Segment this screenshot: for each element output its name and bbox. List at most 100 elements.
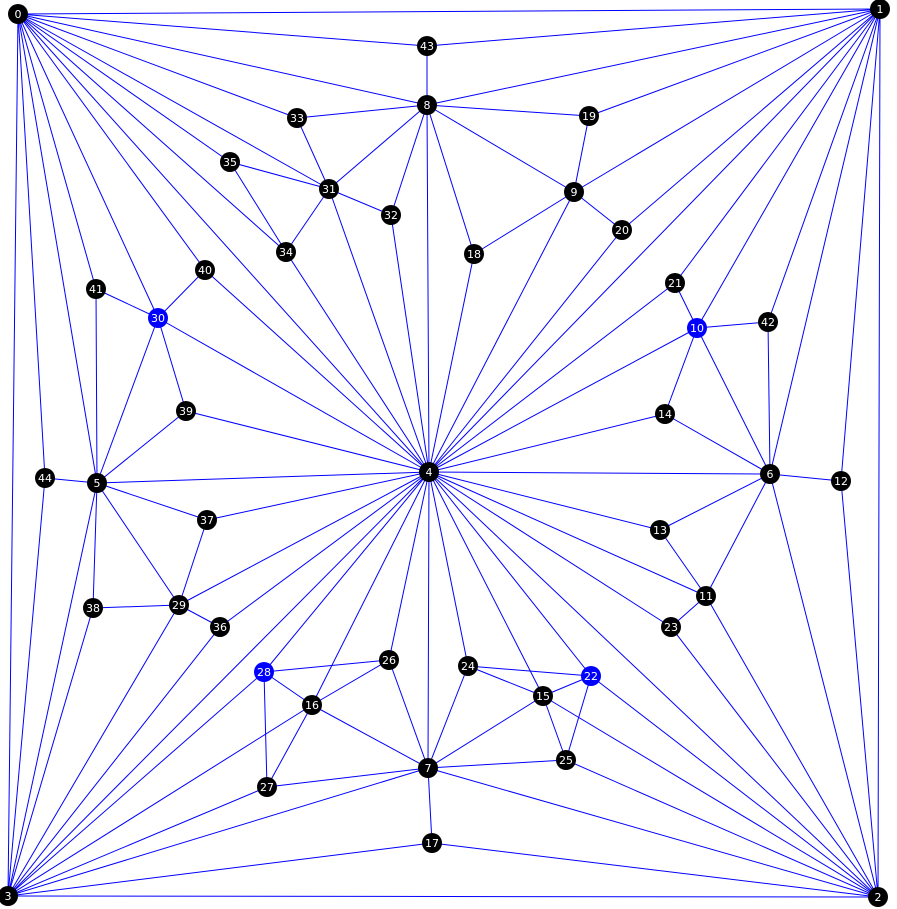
node-42[interactable]: 42 xyxy=(758,312,778,332)
node-26[interactable]: 26 xyxy=(379,650,399,670)
edge-3-5 xyxy=(7,482,98,897)
edge-4-30 xyxy=(157,317,430,473)
node-circle xyxy=(319,179,339,199)
node-circle xyxy=(210,617,230,637)
edge-3-28 xyxy=(7,671,265,897)
node-43[interactable]: 43 xyxy=(417,36,437,56)
node-circle xyxy=(533,686,553,706)
node-23[interactable]: 23 xyxy=(661,617,681,637)
node-circle xyxy=(8,4,28,24)
node-circle xyxy=(655,404,675,424)
node-21[interactable]: 21 xyxy=(665,273,685,293)
node-label: 28 xyxy=(257,666,271,679)
node-36[interactable]: 36 xyxy=(210,617,230,637)
node-1[interactable]: 1 xyxy=(870,0,890,19)
edge-1-42 xyxy=(767,8,881,323)
node-circle xyxy=(665,273,685,293)
edge-1-8 xyxy=(426,8,881,106)
node-circle xyxy=(197,510,217,530)
node-label: 13 xyxy=(653,524,667,537)
node-2[interactable]: 2 xyxy=(868,887,888,907)
node-label: 18 xyxy=(467,248,481,261)
edge-35-31 xyxy=(229,161,330,190)
node-7[interactable]: 7 xyxy=(418,758,438,778)
node-circle xyxy=(458,656,478,676)
edge-4-16 xyxy=(311,471,430,706)
edge-14-6 xyxy=(664,413,771,475)
node-8[interactable]: 8 xyxy=(417,95,437,115)
edge-3-16 xyxy=(7,704,313,897)
node-41[interactable]: 41 xyxy=(86,279,106,299)
node-16[interactable]: 16 xyxy=(302,695,322,715)
node-label: 40 xyxy=(198,264,212,277)
edge-1-9 xyxy=(573,8,881,193)
node-13[interactable]: 13 xyxy=(650,520,670,540)
node-38[interactable]: 38 xyxy=(83,598,103,618)
edge-22-25 xyxy=(565,675,592,761)
edge-5-37 xyxy=(96,482,208,521)
node-32[interactable]: 32 xyxy=(381,205,401,225)
node-9[interactable]: 9 xyxy=(564,182,584,202)
node-18[interactable]: 18 xyxy=(464,244,484,264)
node-label: 22 xyxy=(584,670,598,683)
edge-30-40 xyxy=(157,269,206,319)
node-label: 31 xyxy=(322,183,336,196)
node-label: 35 xyxy=(223,156,237,169)
edge-3-38 xyxy=(7,607,94,897)
node-24[interactable]: 24 xyxy=(458,656,478,676)
node-40[interactable]: 40 xyxy=(195,260,215,280)
edge-33-31 xyxy=(296,117,330,190)
node-29[interactable]: 29 xyxy=(169,595,189,615)
node-6[interactable]: 6 xyxy=(760,464,780,484)
node-label: 17 xyxy=(425,837,439,850)
edge-4-26 xyxy=(388,471,430,661)
edge-2-22 xyxy=(590,675,879,898)
node-11[interactable]: 11 xyxy=(696,586,716,606)
node-19[interactable]: 19 xyxy=(579,106,599,126)
node-17[interactable]: 17 xyxy=(422,833,442,853)
node-label: 20 xyxy=(615,224,629,237)
edge-2-23 xyxy=(670,626,879,898)
node-25[interactable]: 25 xyxy=(556,750,576,770)
node-label: 38 xyxy=(86,602,100,615)
node-15[interactable]: 15 xyxy=(533,686,553,706)
node-10[interactable]: 10 xyxy=(687,318,707,338)
node-14[interactable]: 14 xyxy=(655,404,675,424)
node-4[interactable]: 4 xyxy=(419,462,439,482)
node-circle xyxy=(612,220,632,240)
node-28[interactable]: 28 xyxy=(254,662,274,682)
edge-0-30 xyxy=(17,13,159,319)
node-39[interactable]: 39 xyxy=(176,401,196,421)
edge-8-18 xyxy=(426,104,475,255)
node-44[interactable]: 44 xyxy=(35,468,55,488)
node-label: 27 xyxy=(260,781,274,794)
node-20[interactable]: 20 xyxy=(612,220,632,240)
node-circle xyxy=(579,106,599,126)
node-27[interactable]: 27 xyxy=(257,777,277,797)
edge-8-9 xyxy=(426,104,575,193)
node-label: 12 xyxy=(834,475,848,488)
edge-0-44 xyxy=(17,13,46,479)
edge-9-20 xyxy=(573,191,623,231)
edge-24-22 xyxy=(467,665,592,677)
node-circle xyxy=(417,36,437,56)
node-label: 30 xyxy=(151,312,165,325)
node-5[interactable]: 5 xyxy=(87,473,107,493)
node-label: 11 xyxy=(699,590,713,603)
node-label: 3 xyxy=(5,890,12,903)
node-37[interactable]: 37 xyxy=(197,510,217,530)
node-circle xyxy=(176,401,196,421)
node-circle xyxy=(696,586,716,606)
node-35[interactable]: 35 xyxy=(220,152,240,172)
node-22[interactable]: 22 xyxy=(581,666,601,686)
node-0[interactable]: 0 xyxy=(8,4,28,24)
node-33[interactable]: 33 xyxy=(287,108,307,128)
node-3[interactable]: 3 xyxy=(0,886,18,906)
node-34[interactable]: 34 xyxy=(276,242,296,262)
edge-28-27 xyxy=(263,671,268,788)
node-12[interactable]: 12 xyxy=(831,471,851,491)
node-30[interactable]: 30 xyxy=(148,308,168,328)
node-31[interactable]: 31 xyxy=(319,179,339,199)
